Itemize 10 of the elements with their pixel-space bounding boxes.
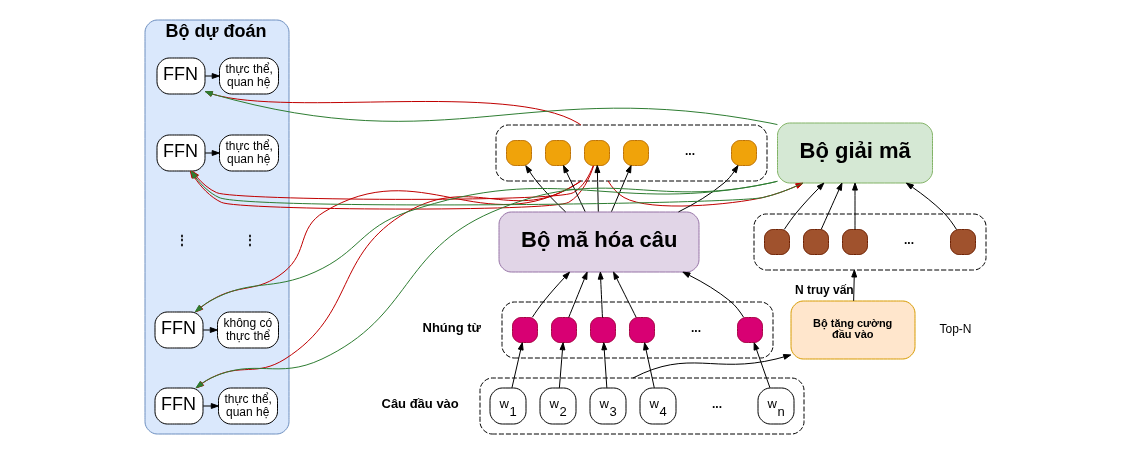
label: ... bbox=[684, 144, 695, 159]
edge-label: N truy vấn bbox=[794, 282, 854, 297]
node-label: Câu đầu vào bbox=[381, 396, 459, 412]
node-label: Top-N bbox=[939, 322, 972, 337]
node-label: Nhúng từ bbox=[422, 320, 481, 336]
label: ⋮ bbox=[243, 233, 255, 248]
label: ... bbox=[690, 321, 701, 336]
label: ... bbox=[711, 397, 722, 412]
label: ... bbox=[903, 233, 914, 248]
label: ⋮ bbox=[175, 233, 187, 248]
